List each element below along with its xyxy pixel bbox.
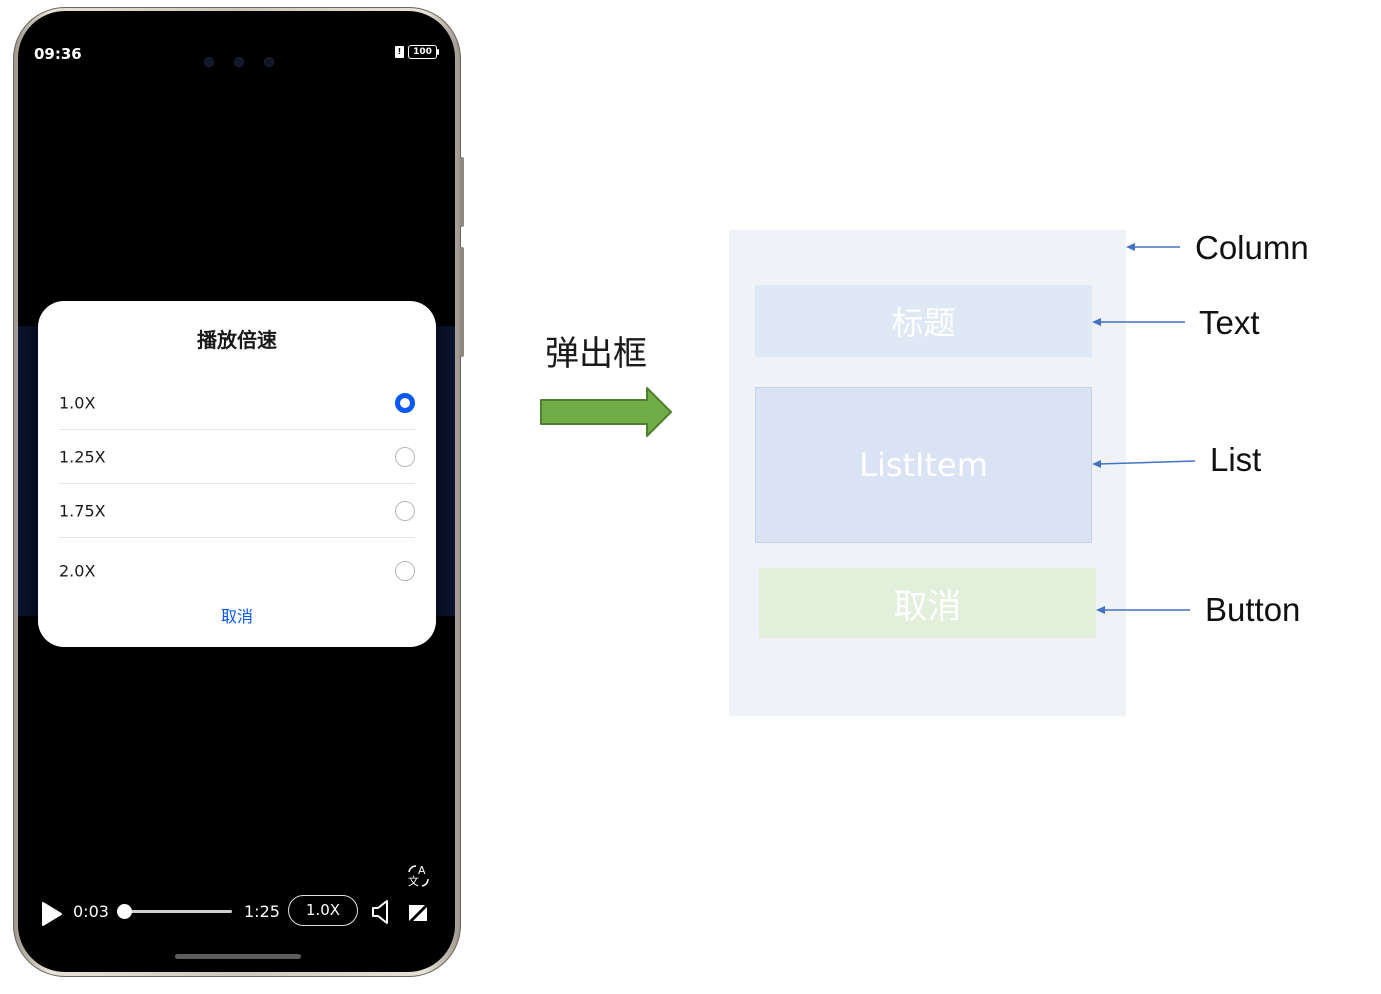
list-box: ListItem — [755, 387, 1092, 543]
volume-button — [460, 247, 464, 357]
radio-unchecked-icon[interactable] — [395, 447, 415, 467]
phone-frame: 09:36 ! 100 播放倍速 1.0X 1.25X 1.75X — [13, 7, 464, 977]
list-arrow-icon — [1092, 460, 1196, 468]
translate-icon[interactable]: A 文 — [406, 863, 432, 889]
speed-dialog: 播放倍速 1.0X 1.25X 1.75X 2.0X 取消 — [38, 301, 436, 647]
text-arrow-icon — [1092, 318, 1185, 326]
speed-option-1[interactable]: 1.0X — [59, 376, 415, 430]
progress-thumb[interactable] — [117, 904, 132, 919]
total-time: 1:25 — [244, 902, 280, 921]
radio-checked-icon[interactable] — [395, 393, 415, 413]
progress-slider[interactable] — [128, 910, 232, 913]
current-time: 0:03 — [73, 902, 109, 921]
speed-option-label: 2.0X — [59, 561, 96, 581]
column-arrow-icon — [1126, 243, 1180, 251]
power-button — [460, 157, 464, 227]
divider — [59, 537, 415, 538]
annotation-column: Column — [1195, 229, 1309, 266]
annotation-text: Text — [1199, 304, 1260, 341]
divider — [59, 483, 415, 484]
divider — [59, 429, 415, 430]
speed-option-3[interactable]: 1.75X — [59, 484, 415, 538]
speed-option-label: 1.0X — [59, 393, 96, 413]
home-indicator[interactable] — [175, 954, 301, 959]
status-time: 09:36 — [34, 45, 82, 63]
annotation-list: List — [1210, 441, 1262, 478]
speed-option-4[interactable]: 2.0X — [59, 544, 415, 598]
play-icon[interactable] — [41, 901, 63, 927]
button-arrow-icon — [1096, 606, 1190, 614]
svg-text:A: A — [418, 864, 426, 877]
button-box: 取消 — [759, 568, 1096, 638]
speed-option-2[interactable]: 1.25X — [59, 430, 415, 484]
transition-label: 弹出框 — [545, 334, 647, 374]
text-box: 标题 — [755, 285, 1092, 357]
notification-icon: ! — [395, 46, 404, 58]
speed-option-label: 1.75X — [59, 501, 106, 521]
dialog-title: 播放倍速 — [197, 328, 277, 352]
radio-unchecked-icon[interactable] — [395, 561, 415, 581]
speed-button[interactable]: 1.0X — [288, 895, 358, 926]
phone-screen: 09:36 ! 100 播放倍速 1.0X 1.25X 1.75X — [18, 11, 455, 972]
battery-icon: 100 — [408, 45, 439, 59]
arrow-right-icon — [540, 387, 672, 437]
speed-option-label: 1.25X — [59, 447, 106, 467]
annotation-button: Button — [1205, 591, 1301, 628]
fullscreen-icon[interactable] — [407, 901, 429, 923]
radio-unchecked-icon[interactable] — [395, 501, 415, 521]
status-icons: ! 100 — [395, 45, 439, 59]
camera-cutout — [205, 51, 295, 70]
svg-text:文: 文 — [408, 874, 419, 888]
volume-icon[interactable] — [370, 898, 394, 926]
cancel-button[interactable]: 取消 — [220, 607, 253, 626]
